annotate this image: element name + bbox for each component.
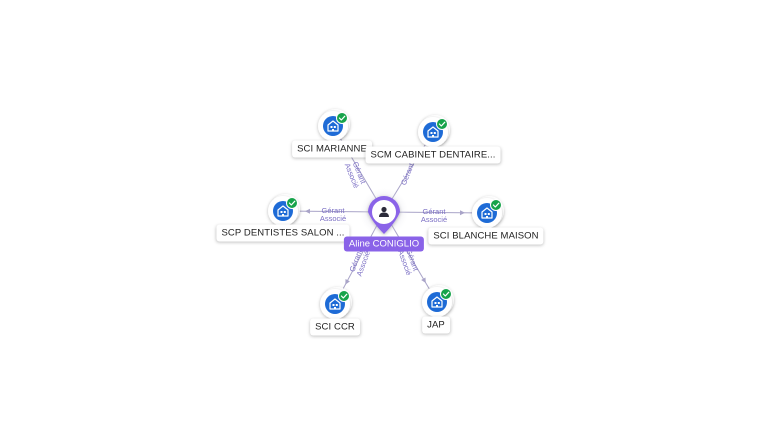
building-icon <box>427 126 439 138</box>
edge-arrow-sci-ccr <box>345 278 350 285</box>
company-node-sci-blanche-maison[interactable] <box>472 196 504 228</box>
person-node[interactable] <box>360 188 408 236</box>
check-icon <box>490 199 502 211</box>
relation-label: Gérant <box>322 206 346 215</box>
edge-arrow-jap <box>421 277 426 284</box>
relation-label: Gérant <box>423 207 447 216</box>
relation-label: Associé <box>421 215 447 224</box>
company-node-jap[interactable] <box>422 285 454 317</box>
company-label-scm-cabinet-dentaire[interactable]: SCM CABINET DENTAIRE... <box>365 146 501 164</box>
person-name-label[interactable]: Aline CONIGLIO <box>343 236 425 252</box>
company-node-scp-dentistes-salon[interactable] <box>268 194 300 226</box>
edge-arrow-scp-dentistes-salon <box>304 208 311 214</box>
edge-arrow-sci-blanche-maison <box>459 210 466 216</box>
check-icon <box>336 112 348 124</box>
building-icon <box>329 298 341 310</box>
company-node-scm-cabinet-dentaire[interactable] <box>418 115 450 147</box>
check-icon <box>440 288 452 300</box>
relation-label: Gérant <box>399 161 416 186</box>
edge-label-scm-cabinet-dentaire: Gérant <box>399 161 416 186</box>
company-label-sci-blanche-maison[interactable]: SCI BLANCHE MAISON <box>428 227 544 245</box>
relation-label: Associé <box>320 214 346 223</box>
user-icon <box>379 206 389 217</box>
company-label-sci-marianne[interactable]: SCI MARIANNE <box>292 140 372 158</box>
check-icon <box>436 118 448 130</box>
check-icon <box>338 290 350 302</box>
building-icon <box>431 296 443 308</box>
company-label-sci-ccr[interactable]: SCI CCR <box>310 318 360 336</box>
company-label-jap[interactable]: JAP <box>422 316 450 334</box>
building-icon <box>327 120 339 132</box>
building-icon <box>277 205 289 217</box>
company-label-scp-dentistes-salon[interactable]: SCP DENTISTES SALON ... <box>216 224 350 242</box>
check-icon <box>286 197 298 209</box>
company-node-sci-marianne[interactable] <box>318 109 350 141</box>
building-icon <box>481 207 493 219</box>
company-node-sci-ccr[interactable] <box>320 287 352 319</box>
